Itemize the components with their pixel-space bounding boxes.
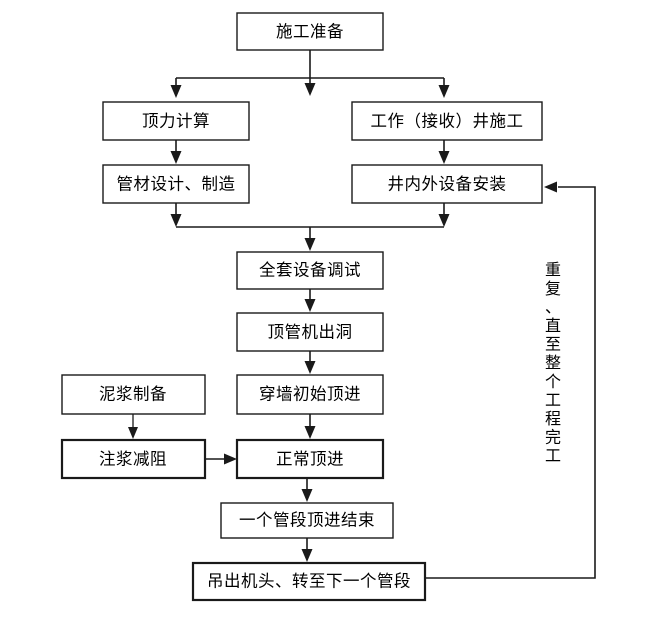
- edge-shaft-equipinstall: [438, 140, 450, 164]
- edge-prep-split: [170, 50, 450, 98]
- feedback-loop-label-char: 工: [545, 448, 561, 465]
- feedback-loop-label-char: 重: [545, 261, 561, 279]
- node-normal-jacking-label: 正常顶进: [276, 449, 344, 468]
- edge-segmentdone-lifthead: [301, 538, 313, 562]
- node-prep[interactable]: 施工准备: [236, 12, 384, 51]
- node-machine-out-label: 顶管机出洞: [268, 322, 353, 341]
- node-lift-head-label: 吊出机头、转至下一个管段: [207, 571, 411, 590]
- node-shaft-construction-label: 工作（接收）井施工: [371, 111, 524, 130]
- edge-grout-normaljacking: [205, 453, 237, 465]
- node-pipe-design[interactable]: 管材设计、制造: [102, 164, 250, 204]
- feedback-loop-label-char: 个: [545, 373, 561, 391]
- node-equipment-debug[interactable]: 全套设备调试: [236, 251, 384, 290]
- node-wall-start[interactable]: 穿墙初始顶进: [236, 374, 384, 415]
- node-normal-jacking[interactable]: 正常顶进: [235, 438, 385, 480]
- feedback-loop-label-char: 工: [545, 392, 561, 409]
- edge-slurry-grout: [128, 414, 138, 439]
- node-jacking-force-label: 顶力计算: [142, 111, 210, 130]
- feedback-loop-label-char: 复: [545, 280, 561, 298]
- node-slurry-prep-label: 泥浆制备: [99, 384, 167, 403]
- node-wall-start-label: 穿墙初始顶进: [259, 384, 361, 403]
- edge-feedback-loop: [425, 181, 596, 579]
- node-segment-done-label: 一个管段顶进结束: [239, 510, 375, 529]
- edge-wallstart-normaljacking: [304, 414, 316, 439]
- node-slurry-prep[interactable]: 泥浆制备: [61, 374, 206, 415]
- node-equipment-debug-label: 全套设备调试: [259, 260, 361, 279]
- node-jacking-force[interactable]: 顶力计算: [102, 101, 250, 141]
- node-equipment-install-label: 井内外设备安装: [388, 174, 507, 193]
- feedback-loop-label-char: 直: [545, 317, 561, 335]
- feedback-loop-label-char: 完: [545, 429, 561, 447]
- edge-machineout-wallstart: [304, 351, 316, 374]
- node-machine-out[interactable]: 顶管机出洞: [236, 312, 384, 352]
- feedback-loop-label-char: 整: [545, 354, 561, 372]
- node-pipe-design-label: 管材设计、制造: [117, 174, 236, 193]
- edge-debug-machineout: [304, 289, 316, 312]
- node-shaft-construction[interactable]: 工作（接收）井施工: [351, 101, 543, 141]
- feedback-loop-label-char: 程: [545, 410, 561, 428]
- edge-jackingforce-pipedesign: [170, 140, 182, 164]
- edge-normaljacking-segmentdone: [301, 478, 313, 502]
- node-prep-label: 施工准备: [276, 22, 344, 41]
- edge-merge-to-debug: [170, 203, 450, 251]
- node-lift-head[interactable]: 吊出机头、转至下一个管段: [191, 561, 427, 602]
- node-equipment-install[interactable]: 井内外设备安装: [351, 164, 543, 204]
- feedback-loop-label-char: 、: [545, 299, 561, 316]
- feedback-loop-label-char: 至: [545, 337, 561, 354]
- node-segment-done[interactable]: 一个管段顶进结束: [220, 502, 394, 539]
- node-grout-reduce-label: 注浆减阻: [99, 449, 167, 468]
- node-grout-reduce[interactable]: 注浆减阻: [60, 438, 207, 480]
